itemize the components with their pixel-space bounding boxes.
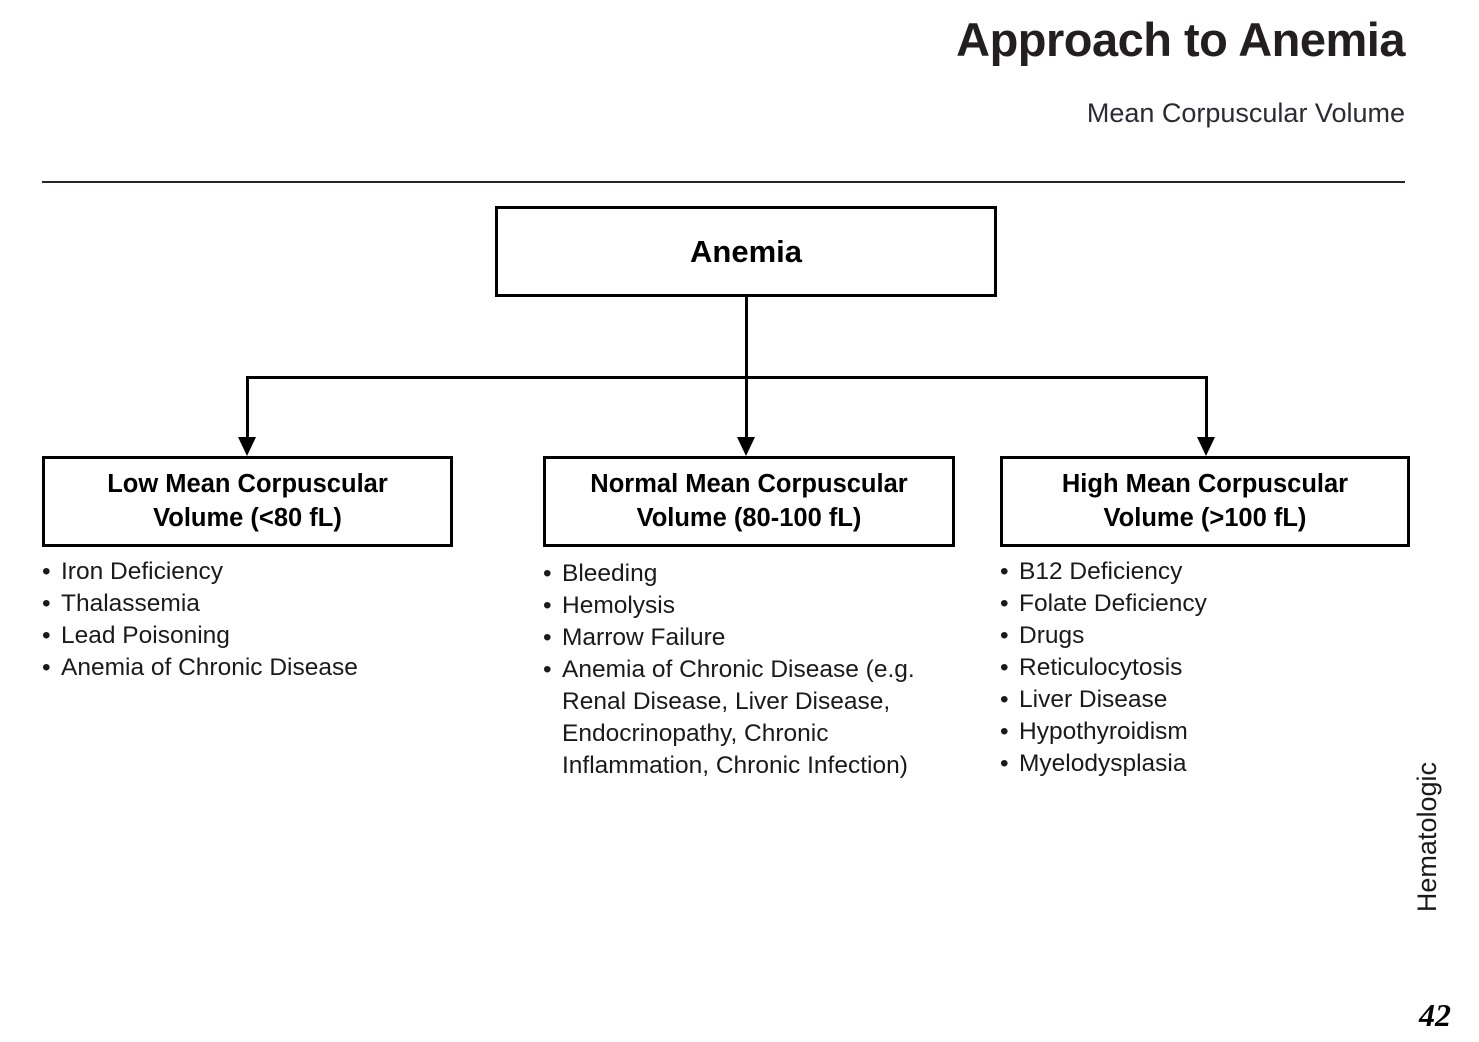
list-item: Folate Deficiency <box>1000 588 1400 620</box>
arrow-icon-high <box>1197 437 1215 456</box>
list-item: Anemia of Chronic Disease <box>42 652 472 684</box>
normal-mcv-label-line1: Normal Mean Corpuscular <box>590 469 908 498</box>
connector-leg-low <box>246 376 249 442</box>
cause-list-high-mcv: B12 Deficiency Folate Deficiency Drugs R… <box>1000 556 1400 780</box>
list-item: Liver Disease <box>1000 684 1400 716</box>
list-item: Iron Deficiency <box>42 556 472 588</box>
flowchart-node-normal-mcv-label: Normal Mean Corpuscular Volume (80-100 f… <box>590 468 907 535</box>
cause-list-low-mcv: Iron Deficiency Thalassemia Lead Poisoni… <box>42 556 472 684</box>
flowchart-node-anemia: Anemia <box>495 206 997 297</box>
flowchart-node-normal-mcv: Normal Mean Corpuscular Volume (80-100 f… <box>543 456 955 547</box>
flowchart-node-low-mcv: Low Mean Corpuscular Volume (<80 fL) <box>42 456 453 547</box>
list-item: Reticulocytosis <box>1000 652 1400 684</box>
arrow-icon-normal <box>737 437 755 456</box>
list-item: Lead Poisoning <box>42 620 472 652</box>
list-item: Anemia of Chronic Disease (e.g. Renal Di… <box>543 654 935 782</box>
list-item: Marrow Failure <box>543 622 935 654</box>
connector-bus <box>246 376 1208 379</box>
high-mcv-label-line1: High Mean Corpuscular <box>1061 469 1349 498</box>
page-subtitle: Mean Corpuscular Volume <box>1086 98 1405 128</box>
list-item: Drugs <box>1000 620 1400 652</box>
header-divider <box>42 181 1405 183</box>
normal-mcv-label-line2: Volume (80-100 fL) <box>636 503 862 532</box>
arrow-icon-low <box>238 437 256 456</box>
connector-stem <box>745 297 748 378</box>
low-mcv-label-line2: Volume (<80 fL) <box>153 503 342 532</box>
flowchart-node-high-mcv: High Mean Corpuscular Volume (>100 fL) <box>1000 456 1410 547</box>
page-number: 42 <box>1419 997 1451 1033</box>
flowchart-node-low-mcv-label: Low Mean Corpuscular Volume (<80 fL) <box>107 468 388 535</box>
list-item: Hemolysis <box>543 590 935 622</box>
flowchart-node-anemia-label: Anemia <box>690 233 802 269</box>
cause-list-normal-mcv: Bleeding Hemolysis Marrow Failure Anemia… <box>543 558 935 782</box>
flowchart-node-high-mcv-label: High Mean Corpuscular Volume (>100 fL) <box>1062 468 1348 535</box>
low-mcv-label-line1: Low Mean Corpuscular <box>107 469 388 498</box>
list-item: Myelodysplasia <box>1000 748 1400 780</box>
list-item: Hypothyroidism <box>1000 716 1400 748</box>
connector-leg-high <box>1205 376 1208 442</box>
list-item: Thalassemia <box>42 588 472 620</box>
page-title: Approach to Anemia <box>956 13 1405 66</box>
list-item: Bleeding <box>543 558 935 590</box>
section-label: Hematologic <box>1412 762 1442 913</box>
high-mcv-label-line2: Volume (>100 fL) <box>1103 503 1307 532</box>
list-item: B12 Deficiency <box>1000 556 1400 588</box>
connector-leg-normal <box>745 376 748 442</box>
